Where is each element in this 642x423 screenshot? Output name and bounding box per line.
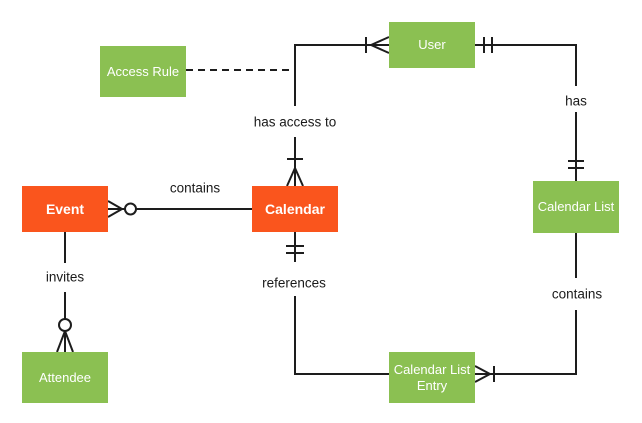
connector-invites — [56, 232, 74, 353]
entity-label: Calendar List Entry — [393, 361, 471, 393]
connector-has — [475, 37, 584, 181]
entity-label: Calendar List — [537, 199, 615, 214]
zero-circle-attendee-end-icon — [58, 318, 72, 332]
entity-attendee: Attendee — [22, 352, 108, 403]
connector-line — [475, 310, 577, 375]
relationship-label-contains-event-calendar: contains — [169, 180, 221, 196]
entity-event: Event — [22, 186, 108, 232]
entity-label: Event — [45, 201, 85, 217]
connector-line — [294, 44, 389, 106]
entity-user: User — [389, 22, 475, 68]
double-bar-calendar-list-end — [568, 160, 584, 169]
entity-access-rule: Access Rule — [100, 46, 186, 97]
connector-contains-calendar-list — [474, 233, 577, 383]
entity-calendar: Calendar — [252, 186, 338, 232]
crows-foot-many-event-end-icon — [107, 200, 125, 218]
entity-calendar-list: Calendar List — [533, 181, 619, 233]
crows-foot-many-calendar-end-icon — [286, 167, 304, 187]
connector-references — [286, 232, 389, 375]
double-bar-user-end — [483, 37, 493, 53]
relationship-label-invites: invites — [45, 269, 85, 285]
relationship-label-has: has — [565, 93, 587, 109]
connector-contains-event-calendar — [107, 200, 252, 218]
relationship-label-has-access-to: has access to — [253, 114, 337, 130]
crows-foot-many-attendee-end-icon — [56, 330, 74, 353]
entity-label: User — [418, 37, 446, 52]
relationship-label-contains-calendar-list: contains — [551, 286, 603, 302]
connector-has-access-to — [286, 36, 390, 187]
crows-foot-many-user-end-icon — [370, 36, 390, 54]
connector-line — [475, 44, 577, 86]
entity-label: Attendee — [38, 369, 92, 385]
entity-label: Calendar — [265, 201, 325, 217]
crows-foot-many-entry-end-icon — [474, 365, 491, 383]
connector-line — [294, 296, 389, 375]
double-bar-calendar-end — [286, 245, 304, 254]
entity-label: Access Rule — [106, 63, 180, 79]
relationship-label-references: references — [262, 275, 326, 291]
zero-circle-event-end-icon — [124, 202, 137, 216]
entity-calendar-list-entry: Calendar List Entry — [389, 352, 475, 403]
